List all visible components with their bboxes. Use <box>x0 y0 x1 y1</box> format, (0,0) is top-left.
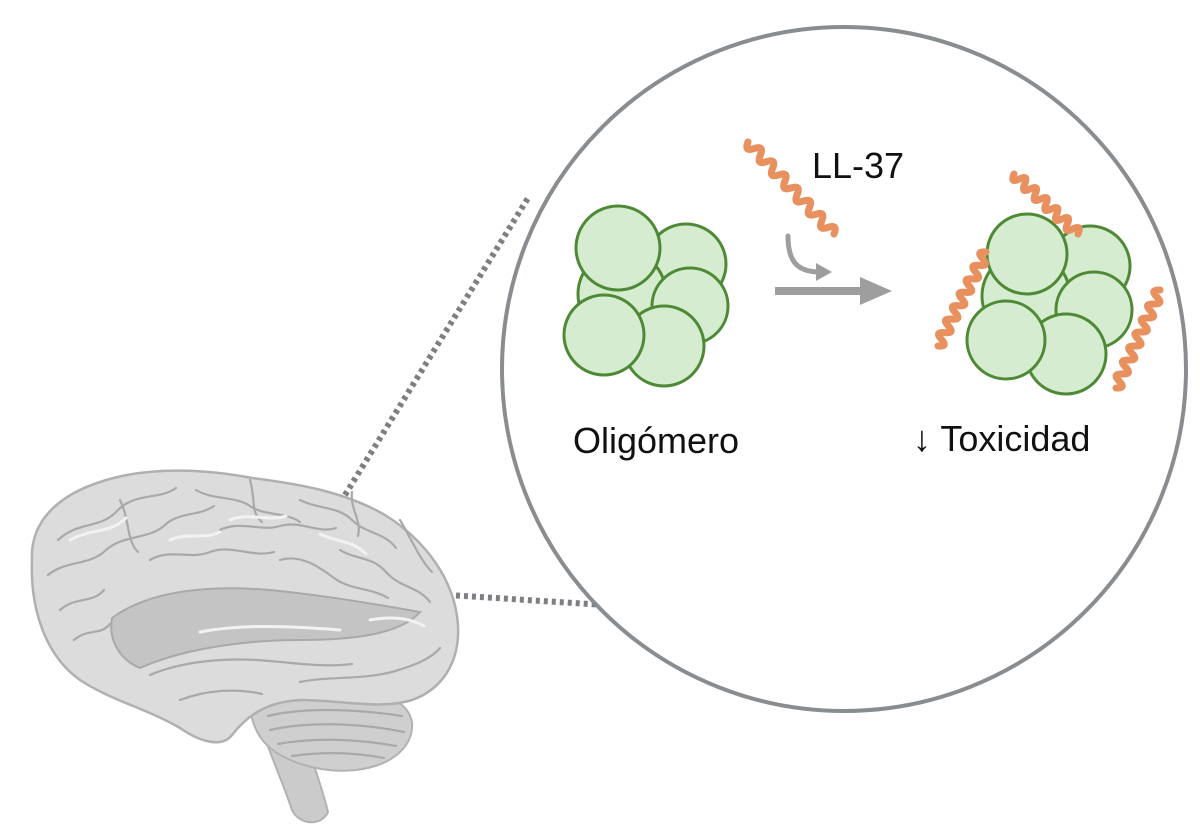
peptide-label: LL-37 <box>812 145 904 186</box>
zoom-circle <box>500 25 1188 713</box>
toxicity-label: ↓ Toxicidad <box>913 418 1090 459</box>
oligomer-label: Oligómero <box>573 420 739 461</box>
peptide-helix-icon <box>743 138 839 238</box>
bound-peptide-helices <box>934 170 1164 392</box>
brain-highlights <box>68 514 426 634</box>
reaction-arrow-icon <box>775 277 892 305</box>
brain-icon <box>30 469 460 824</box>
oligomer-cluster-icon <box>562 204 730 388</box>
zoom-connector-lines <box>342 196 811 621</box>
oligomer-bound-cluster-icon <box>965 212 1134 396</box>
curved-arrow-icon <box>785 233 832 281</box>
cerebral-gyri <box>46 478 442 702</box>
